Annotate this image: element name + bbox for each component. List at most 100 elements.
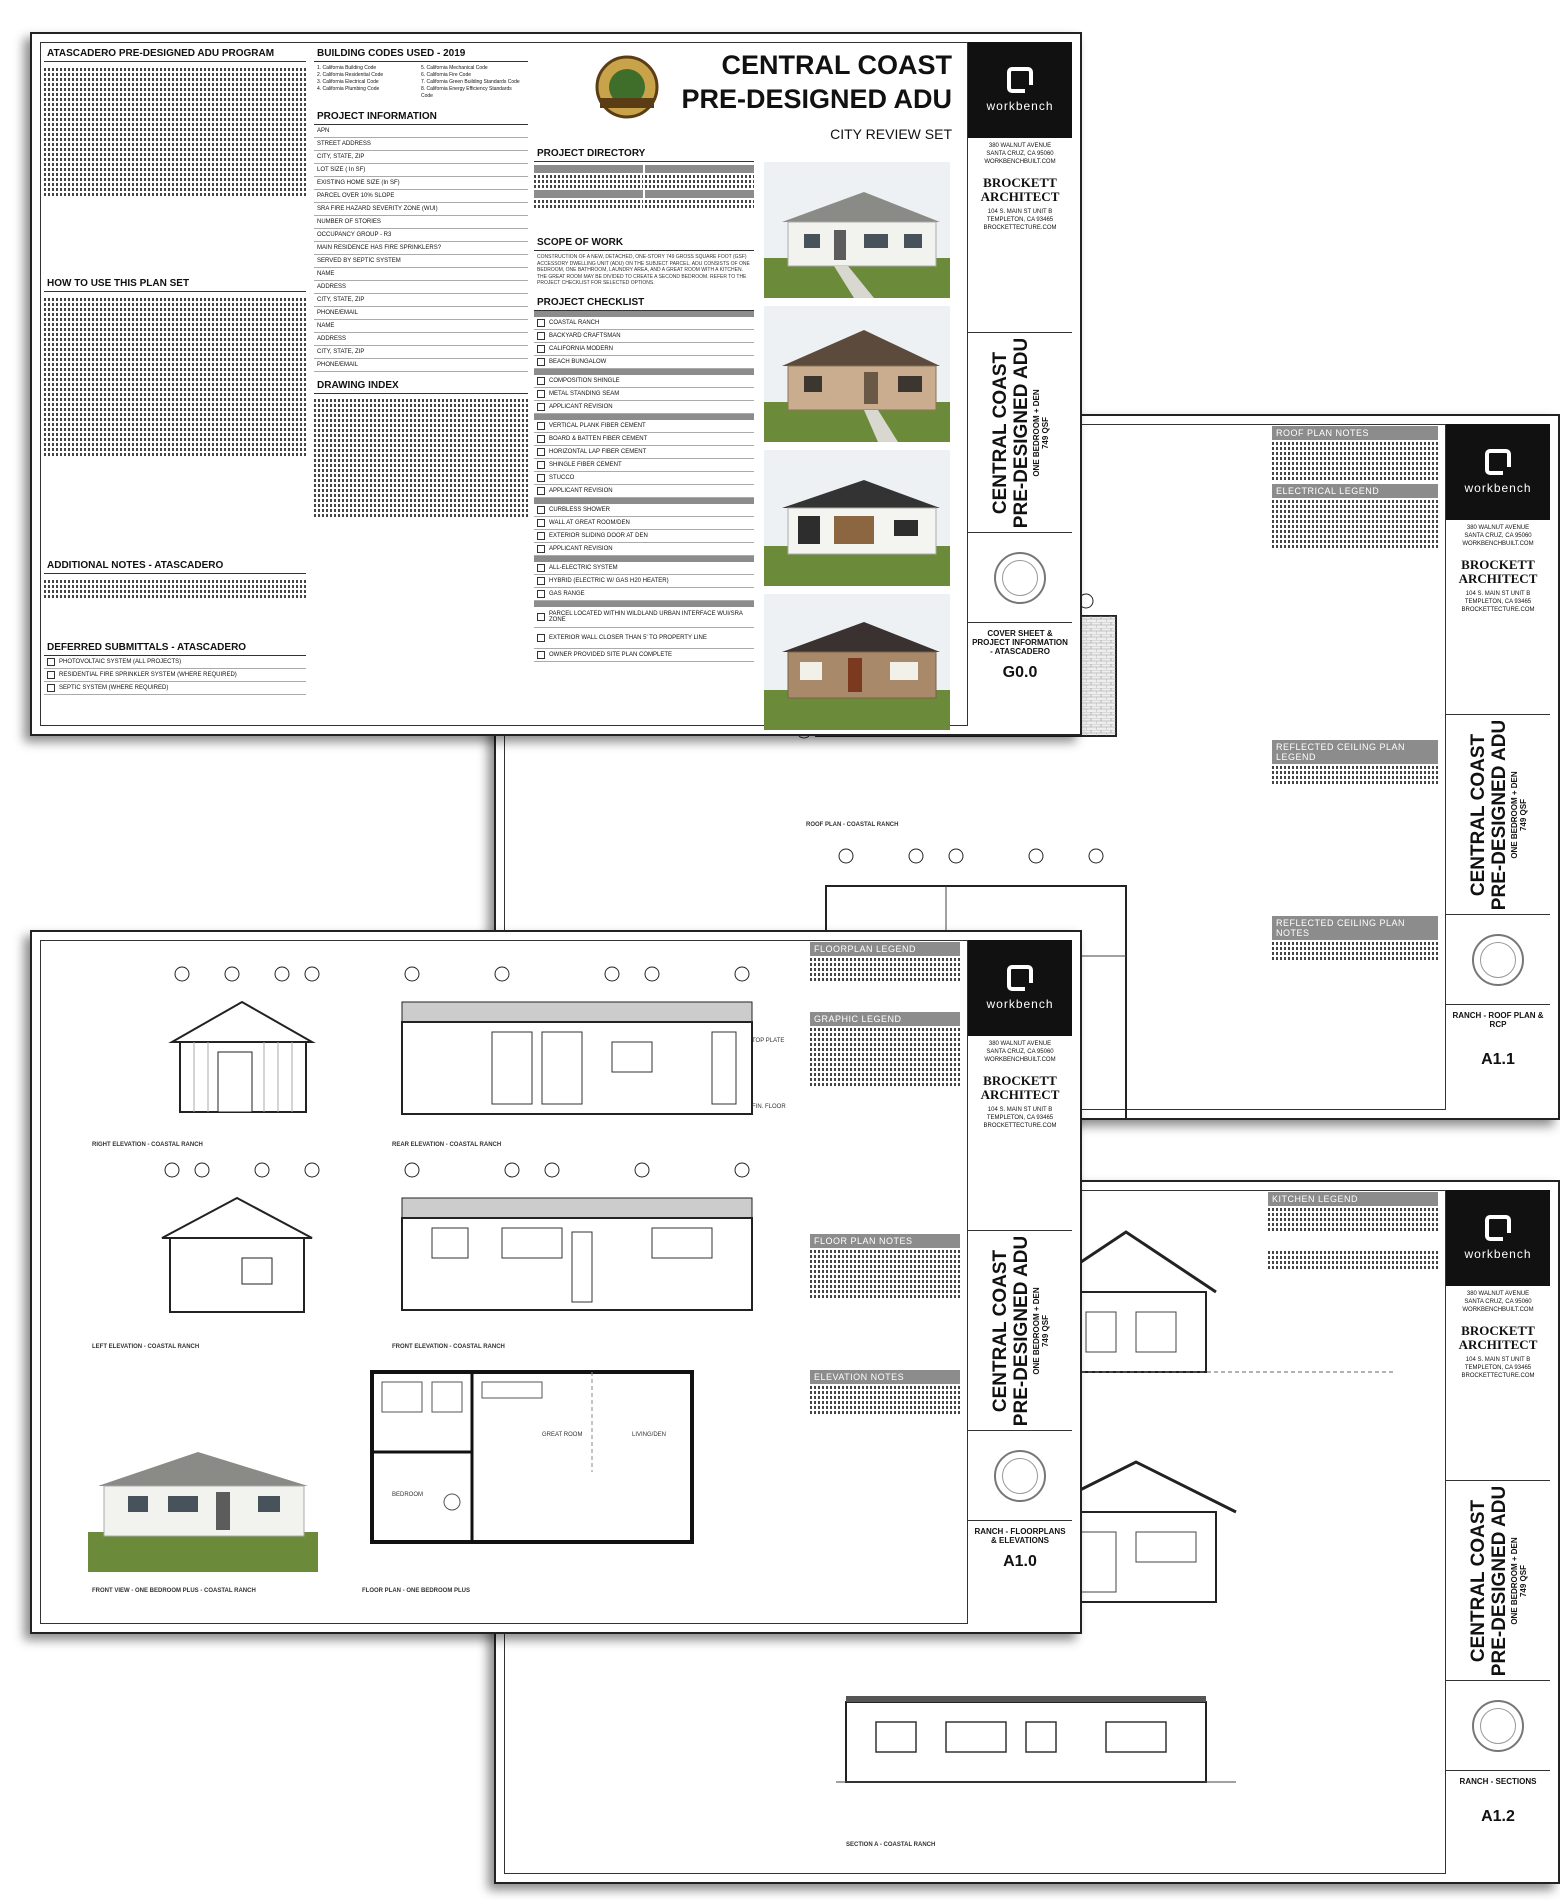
render-coastal-ranch — [764, 162, 950, 298]
checkbox-icon — [537, 506, 545, 514]
floor-plan-drawing — [370, 1370, 694, 1544]
additional-notes-header: ADDITIONAL NOTES - ATASCADERO — [44, 558, 306, 574]
legend-column: FLOORPLAN LEGEND GRAPHIC LEGEND FLOOR PL… — [810, 942, 960, 1416]
sheet-id-cell: COVER SHEET & PROJECT INFORMATION - ATAS… — [968, 622, 1072, 723]
render-backyard-craftsman — [764, 306, 950, 442]
room-living-den: LIVING/DEN — [632, 1432, 667, 1438]
checkbox-icon — [537, 403, 545, 411]
sheet-name: COVER SHEET & PROJECT INFORMATION - ATAS… — [972, 629, 1068, 656]
checkbox-icon — [537, 448, 545, 456]
render-front-view — [88, 1422, 318, 1572]
workbench-logo-icon — [1485, 449, 1513, 477]
roof-plan-notes-header: ROOF PLAN NOTES — [1272, 426, 1438, 440]
checkbox-icon — [537, 532, 545, 540]
left-elevation-drawing — [161, 1162, 320, 1313]
sheet-name: RANCH - ROOF PLAN & RCP — [1452, 1011, 1544, 1029]
rcp-legend-header: REFLECTED CEILING PLAN LEGEND — [1272, 740, 1438, 764]
left-elevation-label: LEFT ELEVATION - COASTAL RANCH — [92, 1344, 200, 1350]
kitchen-legend: KITCHEN LEGEND — [1268, 1192, 1438, 1271]
deferred-item: RESIDENTIAL FIRE SPRINKLER SYSTEM (WHERE… — [44, 669, 306, 682]
right-elevation-drawing — [168, 966, 320, 1113]
checkbox-icon — [537, 377, 545, 385]
checkbox-icon — [537, 332, 545, 340]
floorplan-legend-header: FLOORPLAN LEGEND — [810, 942, 960, 956]
legend-column: ROOF PLAN NOTES ELECTRICAL LEGEND REFLEC… — [1272, 426, 1438, 962]
checkbox-icon — [537, 390, 545, 398]
room-great-room: GREAT ROOM — [542, 1432, 583, 1438]
project-info-header: PROJECT INFORMATION — [314, 109, 528, 125]
architect-name: BROCKETT ARCHITECT — [1458, 557, 1538, 586]
deferred-header: DEFERRED SUBMITTALS - ATASCADERO — [44, 640, 306, 656]
city-seal-icon — [595, 55, 659, 119]
city-review-label: CITY REVIEW SET — [830, 126, 952, 142]
checkbox-icon — [47, 658, 55, 666]
program-header: ATASCADERO PRE-DESIGNED ADU PROGRAM — [44, 46, 306, 62]
codes-column: BUILDING CODES USED - 2019 1. California… — [314, 46, 528, 519]
how-to-header: HOW TO USE THIS PLAN SET — [44, 276, 306, 292]
sheet-number: A1.0 — [1003, 1553, 1037, 1570]
rear-elevation-drawing — [401, 966, 753, 1115]
workbench-logo: workbench — [968, 42, 1072, 138]
cover-title-2: PRE-DESIGNED ADU — [681, 84, 952, 114]
checkbox-icon — [537, 590, 545, 598]
elevation-notes-header: ELEVATION NOTES — [810, 1370, 960, 1384]
workbench-logo-icon — [1485, 1215, 1513, 1243]
architect-seal — [1472, 934, 1524, 986]
renders-column — [762, 146, 952, 730]
sheet-name: RANCH - SECTIONS — [1459, 1777, 1537, 1786]
sheet-id-cell: RANCH - FLOORPLANS & ELEVATIONS A1.0 — [968, 1520, 1072, 1621]
sheet-g0-0: ATASCADERO PRE-DESIGNED ADU PROGRAM HOW … — [30, 32, 1082, 736]
checkbox-icon — [537, 519, 545, 527]
render-california-modern — [764, 450, 950, 586]
checkbox-icon — [537, 577, 545, 585]
checkbox-icon — [537, 474, 545, 482]
front-elevation-label: FRONT ELEVATION - COASTAL RANCH — [392, 1344, 505, 1350]
directory-column: PROJECT DIRECTORY SCOPE OF WORK CONSTRUC… — [534, 146, 754, 662]
checkbox-icon — [537, 461, 545, 469]
rear-elevation-label: REAR ELEVATION - COASTAL RANCH — [392, 1142, 502, 1148]
roof-plan-label: ROOF PLAN - COASTAL RANCH — [806, 822, 899, 828]
architect-seal-cell — [968, 532, 1072, 623]
checkbox-icon — [537, 319, 545, 327]
floor-plan-notes-header: FLOOR PLAN NOTES — [810, 1234, 960, 1248]
checkbox-icon — [537, 422, 545, 430]
checklist: COASTAL RANCH BACKYARD CRAFTSMAN CALIFOR… — [534, 311, 754, 662]
checkbox-icon — [537, 435, 545, 443]
architect-name: BROCKETT ARCHITECT — [1458, 1323, 1538, 1352]
sheet-number: A1.1 — [1481, 1051, 1515, 1068]
project-directory-header: PROJECT DIRECTORY — [534, 146, 754, 162]
scope-header: SCOPE OF WORK — [534, 235, 754, 251]
sheet-a1-0: RIGHT ELEVATION - COASTAL RANCH REAR ELE… — [30, 930, 1082, 1634]
checkbox-icon — [537, 358, 545, 366]
sheet-number: A1.2 — [1481, 1808, 1515, 1825]
kitchen-legend-header: KITCHEN LEGEND — [1268, 1192, 1438, 1206]
front-view-label: FRONT VIEW - ONE BEDROOM PLUS - COASTAL … — [92, 1588, 256, 1594]
right-elevation-label: RIGHT ELEVATION - COASTAL RANCH — [92, 1142, 203, 1148]
checkbox-icon — [537, 487, 545, 495]
architect-seal-cell — [1446, 914, 1550, 1005]
workbench-logo: workbench — [968, 940, 1072, 1036]
checkbox-icon — [47, 684, 55, 692]
sheet-name: RANCH - FLOORPLANS & ELEVATIONS — [974, 1527, 1066, 1545]
sheet-number: G0.0 — [1002, 664, 1038, 681]
deferred-item: SEPTIC SYSTEM (WHERE REQUIRED) — [44, 682, 306, 695]
sheet-id-cell: RANCH - ROOF PLAN & RCP A1.1 — [1446, 1004, 1550, 1105]
codes-header: BUILDING CODES USED - 2019 — [314, 46, 528, 62]
checkbox-icon — [537, 345, 545, 353]
checkbox-icon — [537, 564, 545, 572]
room-bedroom: BEDROOM — [392, 1492, 424, 1498]
